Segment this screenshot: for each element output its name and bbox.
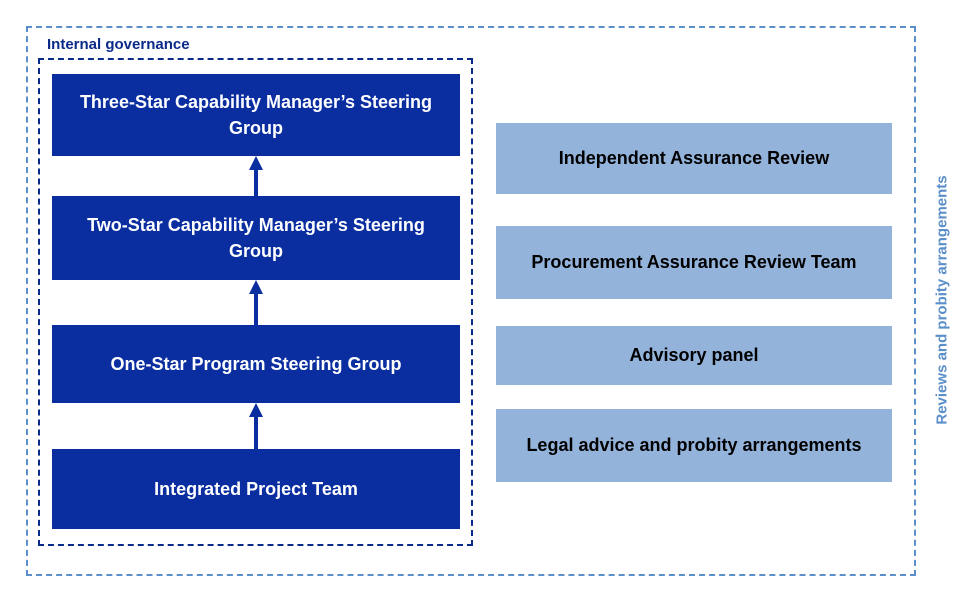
integrated-project-team-box: Integrated Project Team xyxy=(52,449,460,529)
internal-governance-label: Internal governance xyxy=(47,36,190,53)
procurement-assurance-review-team-box: Procurement Assurance Review Team xyxy=(496,226,892,299)
three-star-steering-group-label: Three-Star Capability Manager’s Steering… xyxy=(79,92,433,138)
arrow-up-icon xyxy=(248,403,264,449)
independent-assurance-review-label: Independent Assurance Review xyxy=(558,148,830,168)
internal-governance-frame xyxy=(38,58,473,546)
procurement-assurance-review-team-label: Procurement Assurance Review Team xyxy=(531,252,857,272)
arrow-up-icon xyxy=(248,156,264,196)
advisory-panel-box: Advisory panel xyxy=(496,326,892,385)
three-star-steering-group-box: Three-Star Capability Manager’s Steering… xyxy=(52,74,460,156)
legal-advice-label: Legal advice and probity arrangements xyxy=(526,435,862,455)
two-star-steering-group-box: Two-Star Capability Manager’s Steering G… xyxy=(52,196,460,280)
one-star-steering-group-label: One-Star Program Steering Group xyxy=(110,354,402,374)
reviews-frame xyxy=(26,26,916,576)
arrow-up-icon xyxy=(248,280,264,325)
integrated-project-team-label: Integrated Project Team xyxy=(154,479,358,499)
reviews-frame-label: Reviews and probity arrangements xyxy=(933,175,951,425)
two-star-steering-group-label: Two-Star Capability Manager’s Steering G… xyxy=(87,215,425,261)
independent-assurance-review-box: Independent Assurance Review xyxy=(496,123,892,194)
advisory-panel-label: Advisory panel xyxy=(629,345,759,365)
legal-advice-box: Legal advice and probity arrangements xyxy=(496,409,892,482)
one-star-steering-group-box: One-Star Program Steering Group xyxy=(52,325,460,403)
